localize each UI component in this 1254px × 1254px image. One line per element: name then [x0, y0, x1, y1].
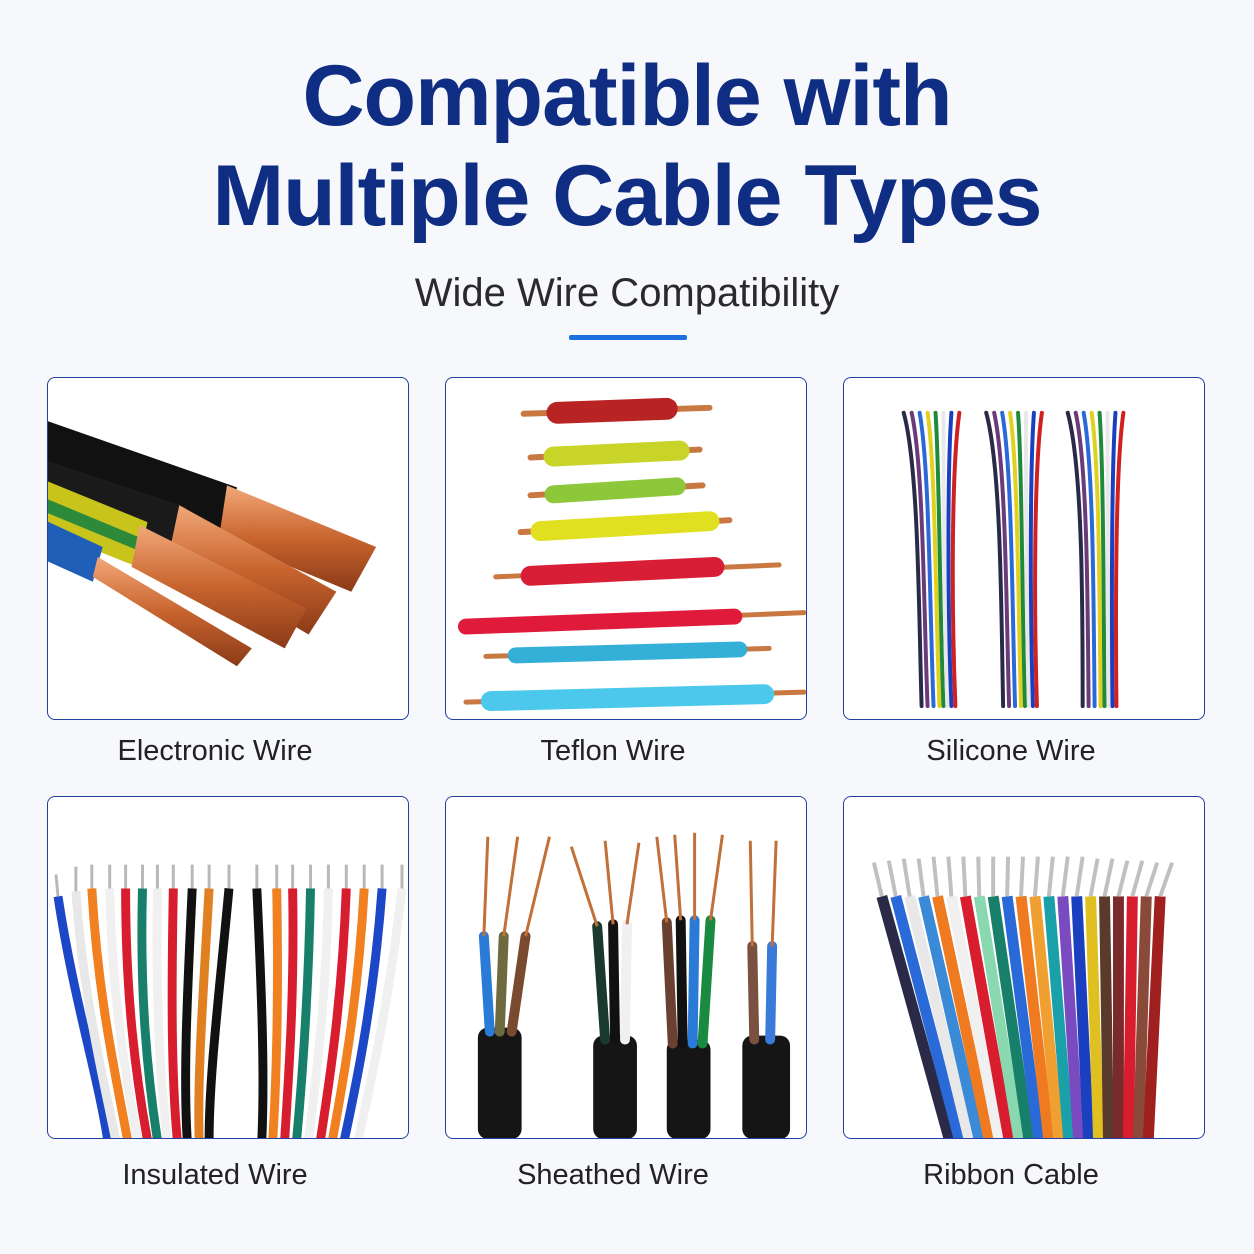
label-electronic-wire: Electronic Wire	[117, 735, 313, 767]
silicone-wire-image	[901, 410, 1126, 709]
accent-divider	[569, 335, 687, 340]
card-ribbon-cable	[843, 796, 1205, 1139]
label-sheathed-wire: Sheathed Wire	[517, 1159, 709, 1191]
card-sheathed-wire	[445, 796, 807, 1139]
label-silicone-wire: Silicone Wire	[926, 735, 1096, 767]
ribbon-cable-image	[871, 856, 1175, 1138]
page-subtitle: Wide Wire Compatibility	[414, 271, 840, 315]
insulated-wire-image	[53, 864, 407, 1138]
label-ribbon-cable: Ribbon Cable	[923, 1159, 1099, 1191]
card-silicone-wire	[843, 377, 1205, 720]
title-line-1: Compatible with	[302, 48, 952, 144]
label-insulated-wire: Insulated Wire	[122, 1159, 308, 1191]
card-electronic-wire	[47, 377, 409, 720]
title-line-2: Multiple Cable Types	[212, 148, 1043, 244]
sheathed-wire-image	[477, 832, 791, 1138]
label-teflon-wire: Teflon Wire	[540, 735, 686, 767]
electronic-wire-image	[48, 421, 377, 667]
card-teflon-wire	[445, 377, 807, 720]
page-title: Compatible with Multiple Cable Types	[0, 46, 1254, 246]
teflon-wire-image	[457, 397, 806, 712]
card-insulated-wire	[47, 796, 409, 1139]
